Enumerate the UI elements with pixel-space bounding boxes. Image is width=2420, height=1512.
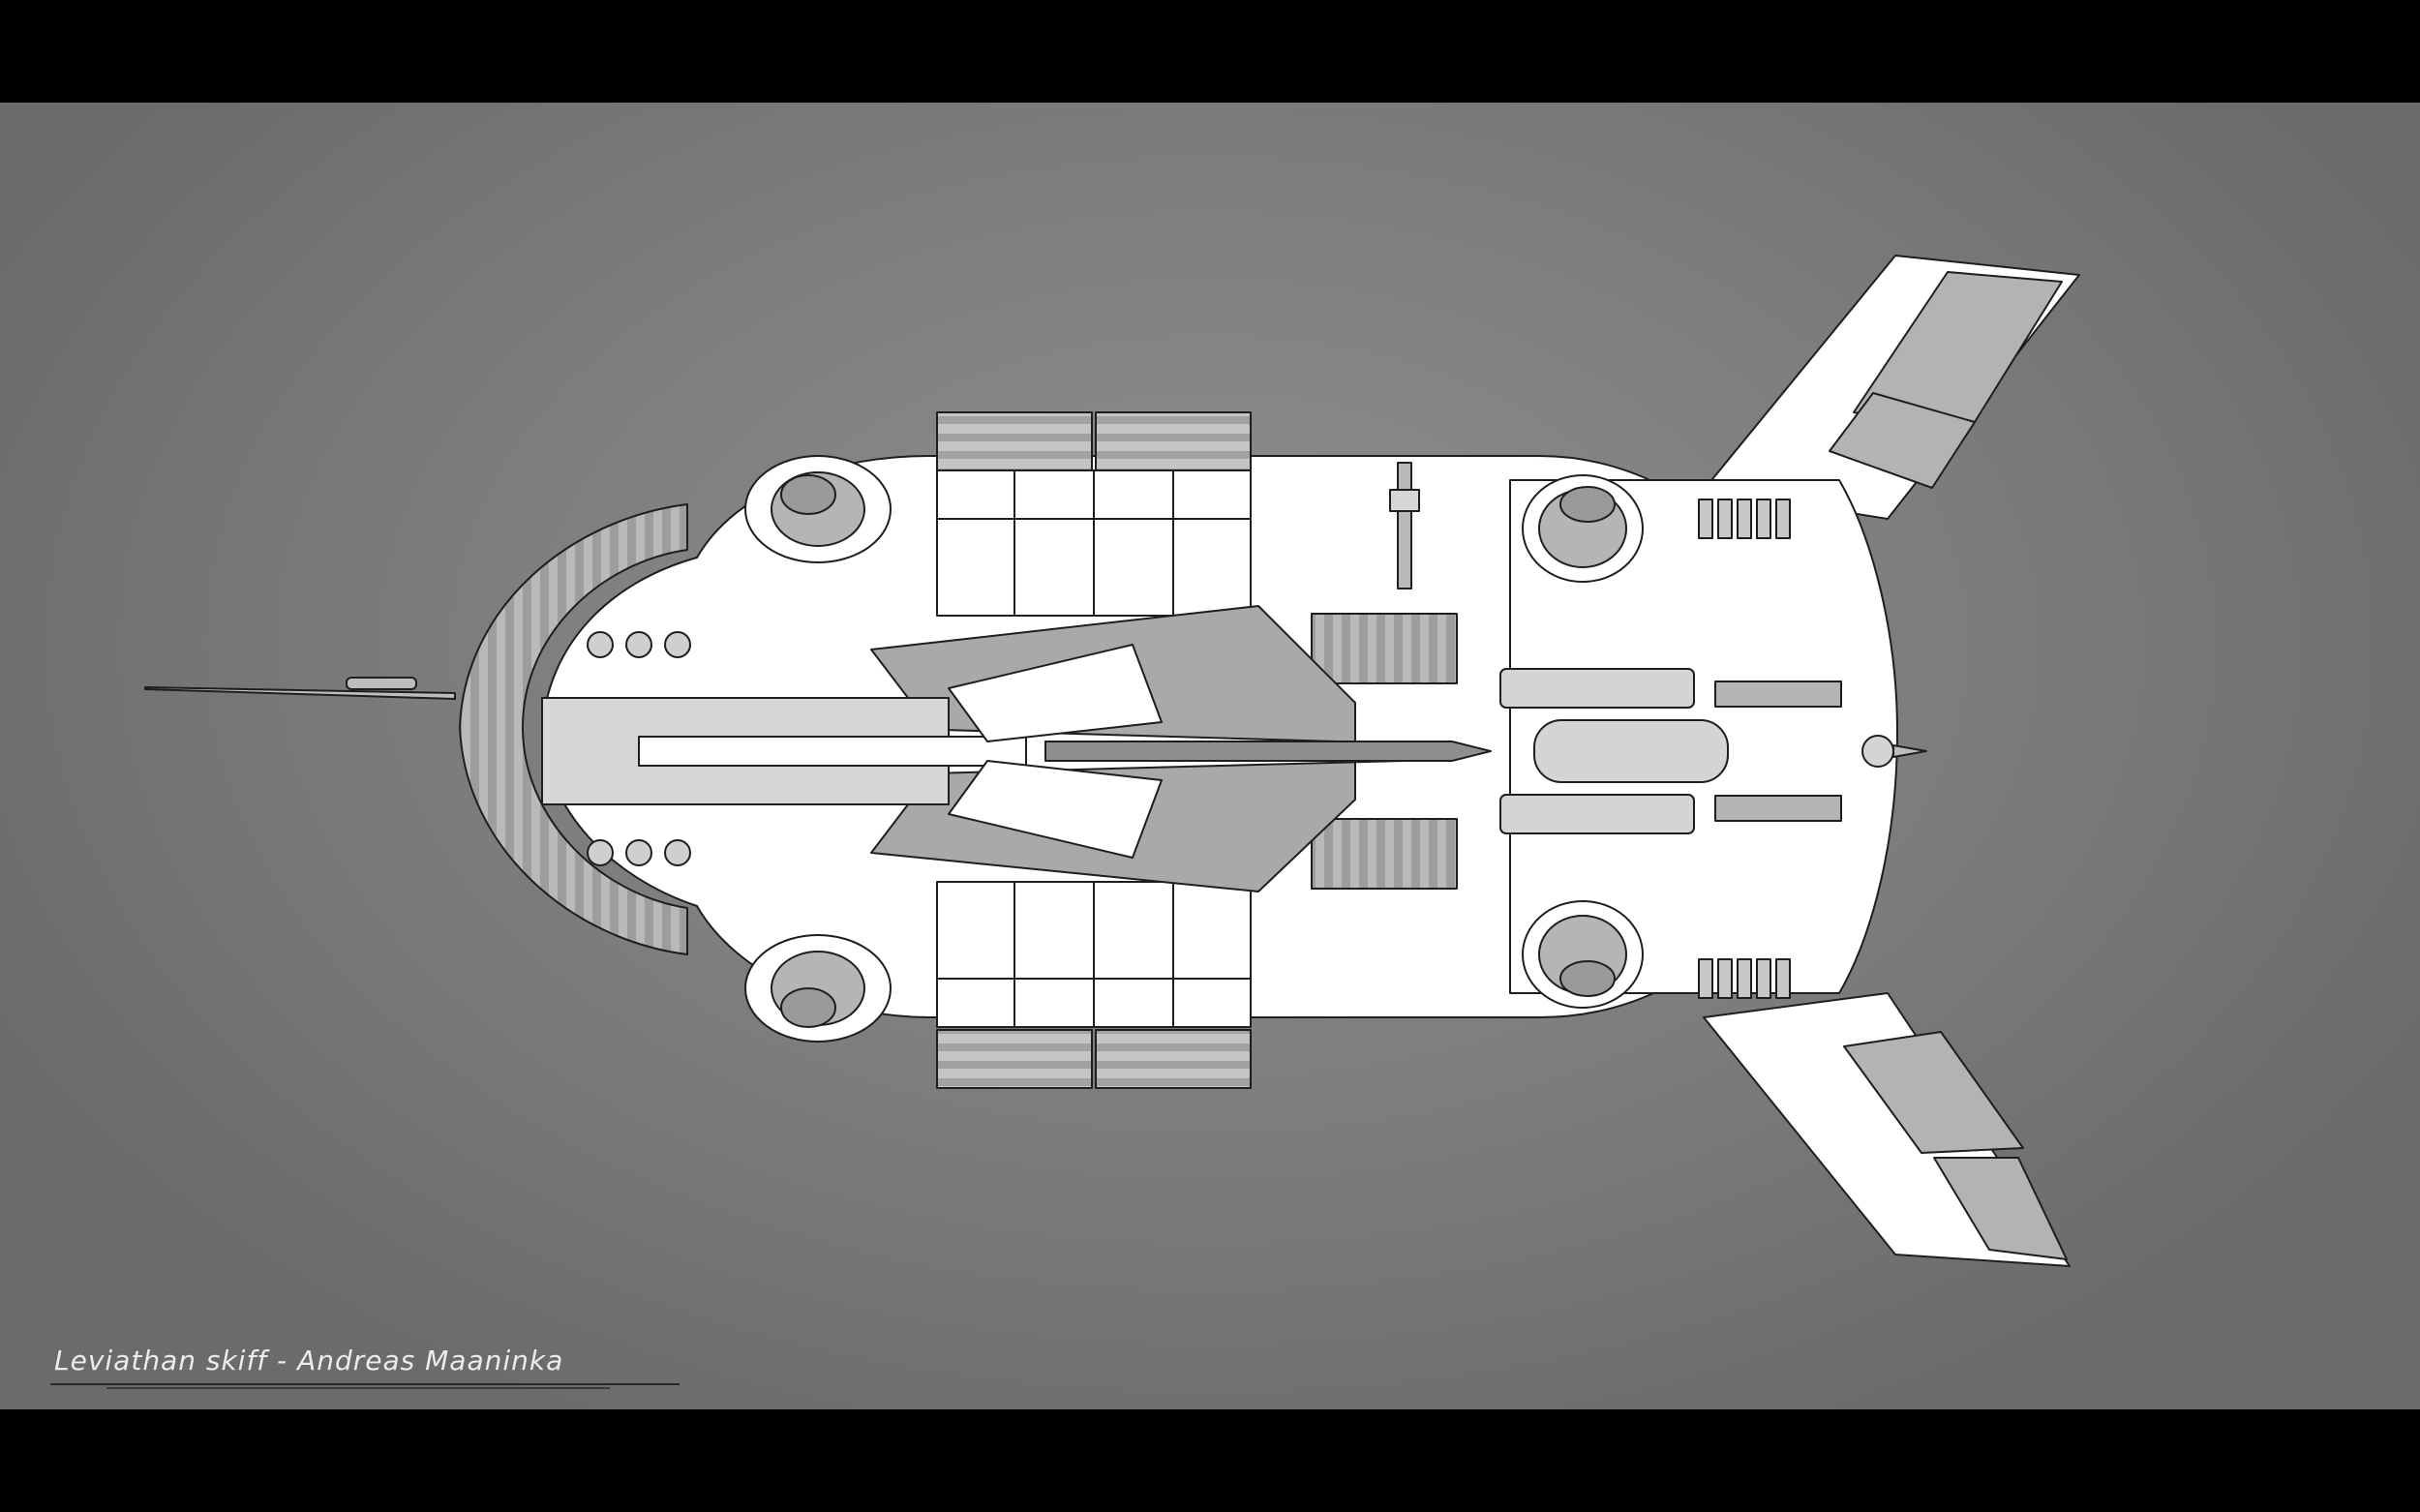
caption-underline [50, 1383, 680, 1385]
caption-underline-secondary [106, 1387, 610, 1389]
spaceship-illustration [144, 255, 2080, 1267]
letterbox-top [0, 0, 2420, 103]
artwork-caption: Leviathan skiff - Andreas Maaninka [54, 1345, 564, 1376]
letterbox-bottom [0, 1409, 2420, 1512]
artwork-canvas: Leviathan skiff - Andreas Maaninka [0, 103, 2420, 1409]
